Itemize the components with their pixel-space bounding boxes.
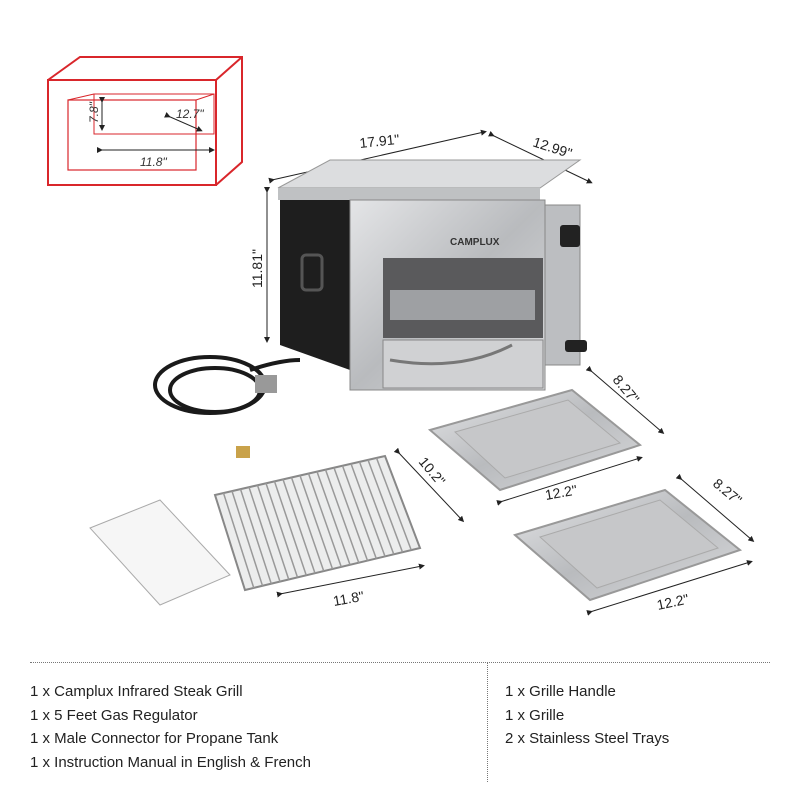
grill-width-label: 17.91" [359,131,400,151]
list-item: 1 x Grille [505,706,565,724]
rack-bar [290,477,325,572]
product-illustration: 7.8" 12.7" 11.8" 17.91" 12.99" 11.81" CA… [47,56,755,616]
rack-bar [341,465,377,559]
divider-vertical [487,662,488,782]
rack-bar [248,486,281,582]
list-item: 1 x Grille Handle [505,683,616,700]
rack-bar [333,467,369,561]
inner-height-label: 7.8" [87,101,101,123]
rack-bar [273,481,307,576]
list-item: 1 x Instruction Manual in English & Fren… [30,753,311,771]
rack-bar [299,475,334,570]
tray-top-width-label: 12.2" [544,482,579,503]
rack-bar [324,469,360,563]
grille-rack [213,454,422,592]
rack-bar [350,463,386,557]
infrared-steak-grill: CAMPLUX [277,159,587,391]
rack-bar [367,459,404,553]
rack-bar [239,488,272,584]
list-item: 1 x Camplux Infrared Steak Grill [30,683,243,700]
rack-bar [358,461,395,555]
tray-top-depth-label: 8.27" [610,372,643,407]
list-item: 1 x Male Connector for Propane Tank [30,730,279,747]
camplux-logo: CAMPLUX [450,237,500,248]
package-contents-right: 1 x Grille Handle 1 x Grille 2 x Stainle… [505,680,669,751]
inner-width-label: 11.8" [140,155,167,169]
rack-bar [307,473,342,568]
inner-dimension-diagram [47,56,243,186]
grille-depth-label: 10.2" [416,454,449,489]
list-item: 2 x Stainless Steel Trays [505,730,670,747]
tray-bottom-width-label: 12.2" [655,591,690,613]
instruction-manual [89,499,231,606]
tray-bottom-depth-label: 8.27" [710,475,745,508]
rack-bar [265,483,299,578]
stainless-tray-top [427,388,643,492]
gas-regulator-hose [153,355,301,415]
package-contents-left: 1 x Camplux Infrared Steak Grill 1 x 5 F… [30,680,311,774]
grille-width-label: 11.8" [332,588,366,609]
regulator-icon [255,375,277,393]
rack-bar [316,471,351,566]
grill-height-label: 11.81" [249,249,265,288]
male-connector-icon [236,446,250,458]
stainless-tray-bottom [512,488,743,602]
rack-bar [282,479,316,574]
rack-bar [222,492,255,589]
rack-bar [231,490,264,587]
divider-horizontal [30,662,770,663]
list-item: 1 x 5 Feet Gas Regulator [30,706,198,724]
inner-depth-label: 12.7" [176,107,204,121]
